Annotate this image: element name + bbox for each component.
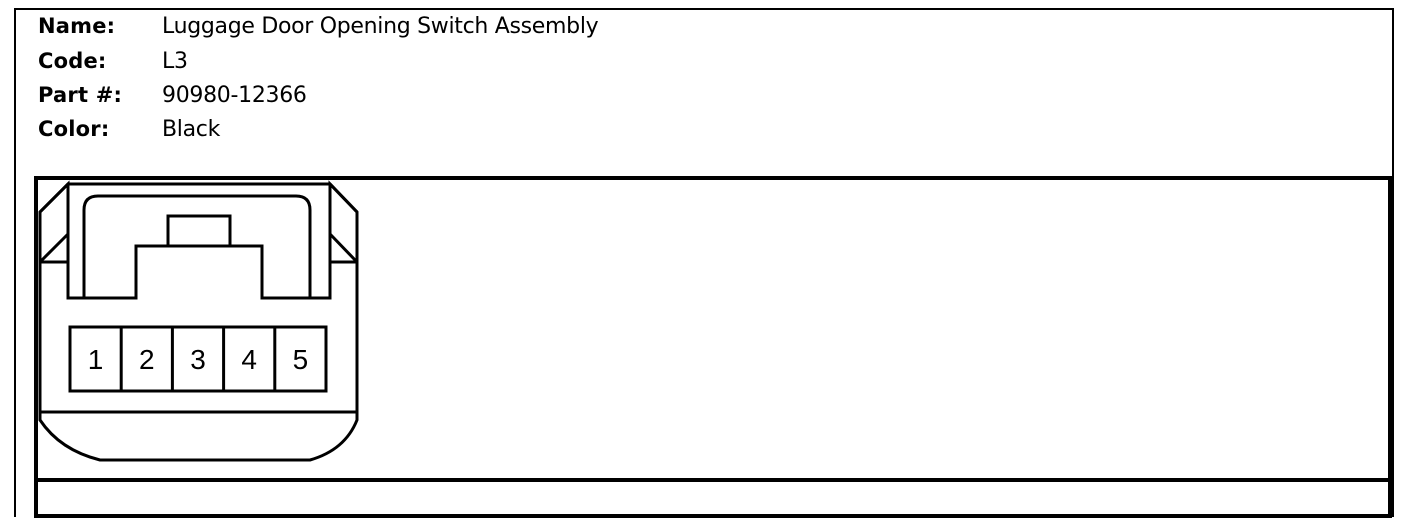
connector-housing	[38, 180, 359, 462]
latch-inner	[84, 244, 310, 300]
name-value: Luggage Door Opening Switch Assembly	[162, 14, 599, 39]
pin-number-2: 2	[139, 344, 155, 375]
pin-cells: 1 2 3 4 5	[88, 327, 308, 391]
color-value: Black	[162, 117, 221, 142]
part-value: 90980-12366	[162, 83, 307, 108]
left-rail-bevel	[38, 232, 70, 264]
pin-number-1: 1	[88, 344, 104, 375]
name-label: Name:	[38, 14, 116, 38]
pin-number-5: 5	[293, 344, 309, 375]
diagram-frame	[34, 176, 1392, 518]
code-label: Code:	[38, 49, 107, 73]
right-rail-bevel	[328, 232, 359, 264]
housing-outline	[38, 182, 359, 462]
pin-number-4: 4	[241, 344, 257, 375]
left-rail	[38, 180, 70, 264]
right-rail	[328, 180, 359, 264]
pin-block	[68, 325, 328, 393]
pin-number-3: 3	[190, 344, 206, 375]
latch-key	[166, 214, 232, 248]
color-label: Color:	[38, 117, 110, 141]
outer-frame	[14, 8, 1394, 517]
latch-frame	[66, 194, 332, 300]
part-label: Part #:	[38, 83, 123, 107]
code-value: L3	[162, 49, 188, 74]
